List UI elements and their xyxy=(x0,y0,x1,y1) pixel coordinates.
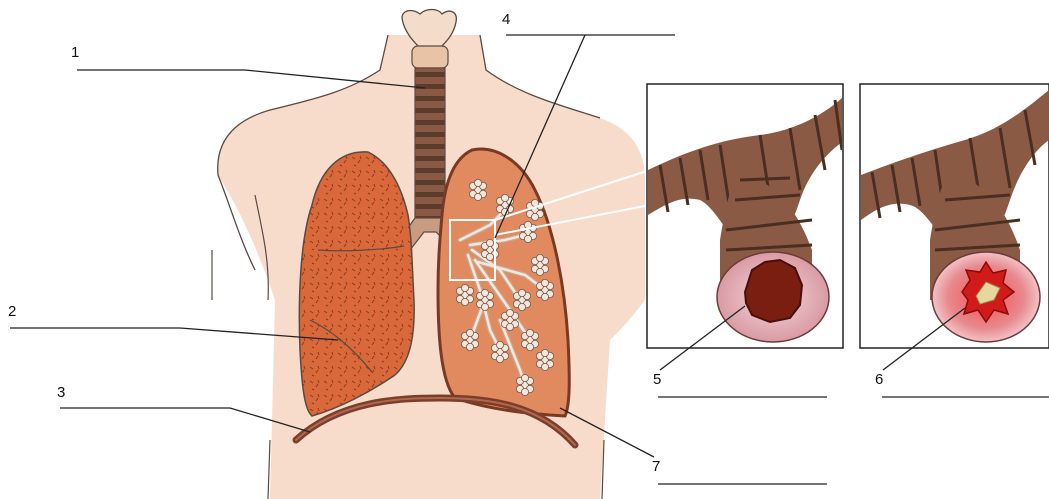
alveolus xyxy=(524,235,531,242)
label-3-number: 3 xyxy=(57,384,65,401)
alveolus xyxy=(466,329,473,336)
alveolus xyxy=(481,303,488,310)
label-1-number: 1 xyxy=(71,44,79,61)
alveolus xyxy=(486,239,493,246)
label-6-number: 6 xyxy=(875,371,883,388)
alveolus xyxy=(461,284,468,291)
inset-inflamed-bronchus xyxy=(860,84,1049,348)
alveolus xyxy=(496,355,503,362)
alveolus xyxy=(541,363,548,370)
alveolus xyxy=(481,289,488,296)
alveolus xyxy=(486,253,493,260)
alveolus xyxy=(521,374,528,381)
alveolus xyxy=(518,303,525,310)
alveolus xyxy=(501,194,508,201)
alveolus xyxy=(518,289,525,296)
alveolus xyxy=(531,213,538,220)
alveolus xyxy=(541,279,548,286)
label-7-number: 7 xyxy=(652,458,660,475)
alveolus xyxy=(536,254,543,261)
alveolus xyxy=(541,293,548,300)
alveolus xyxy=(521,388,528,395)
label-5-number: 5 xyxy=(653,371,661,388)
inset-normal-bronchus xyxy=(647,84,845,348)
alveolus xyxy=(496,341,503,348)
alveolus xyxy=(466,343,473,350)
alveolus xyxy=(461,298,468,305)
alveolus xyxy=(474,193,481,200)
alveolus xyxy=(526,343,533,350)
alveolus xyxy=(536,268,543,275)
alveolus xyxy=(506,323,513,330)
label-4-number: 4 xyxy=(502,11,510,28)
alveolus xyxy=(474,179,481,186)
alveolus xyxy=(541,349,548,356)
alveolus xyxy=(506,309,513,316)
alveolus xyxy=(526,329,533,336)
label-2-number: 2 xyxy=(8,303,16,320)
